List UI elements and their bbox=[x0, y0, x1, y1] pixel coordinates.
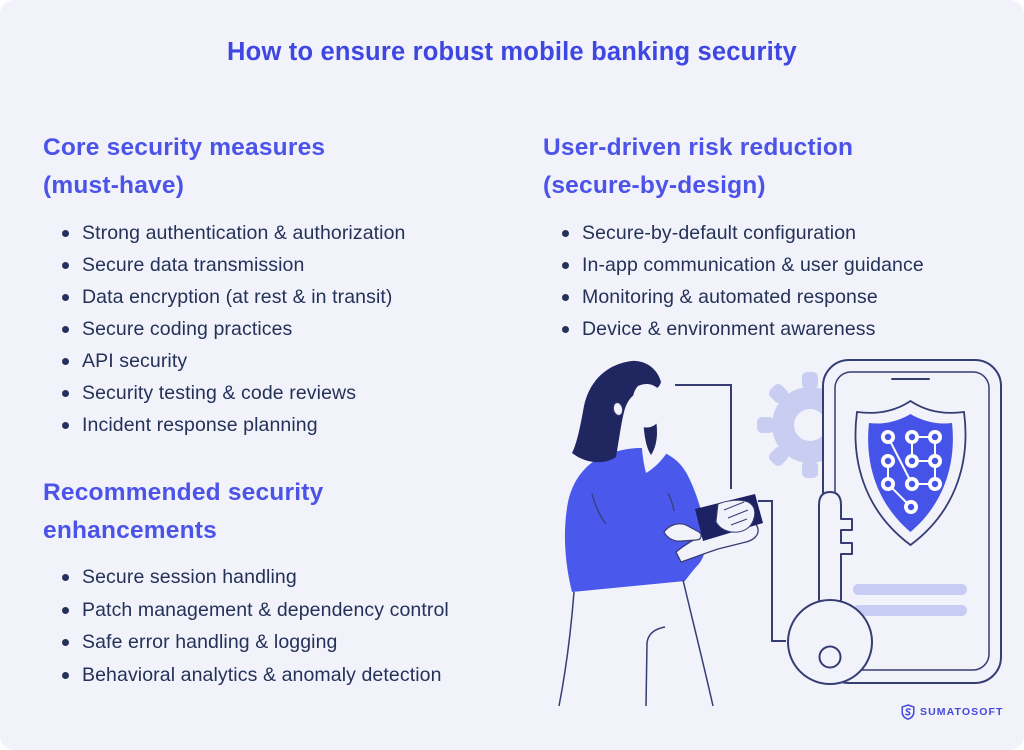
bullet-icon bbox=[562, 294, 569, 301]
bullet-icon bbox=[62, 390, 69, 397]
user-driven-risk-list: Secure-by-default configuration In-app c… bbox=[543, 218, 924, 346]
bullet-icon bbox=[62, 262, 69, 269]
security-illustration bbox=[548, 352, 1012, 712]
bullet-icon bbox=[62, 606, 69, 614]
list-item: API security bbox=[43, 346, 406, 378]
bullet-icon bbox=[62, 326, 69, 333]
skirt-lines bbox=[558, 579, 714, 707]
list-item: Secure coding practices bbox=[43, 314, 406, 346]
heading-line: Core security measures bbox=[43, 134, 326, 161]
list-item: Device & environment awareness bbox=[543, 314, 924, 346]
gripping-hand bbox=[715, 499, 756, 533]
bullet-icon bbox=[562, 262, 569, 269]
bullet-icon bbox=[62, 230, 69, 237]
list-item: Secure-by-default configuration bbox=[543, 218, 924, 250]
list-item: In-app communication & user guidance bbox=[543, 250, 924, 282]
heading-line: User-driven risk reduction bbox=[543, 134, 854, 161]
list-item: Strong authentication & authorization bbox=[43, 218, 406, 250]
bullet-icon bbox=[562, 230, 569, 237]
list-item: Monitoring & automated response bbox=[543, 282, 924, 314]
illustration-svg bbox=[558, 359, 1002, 707]
list-item: Data encryption (at rest & in transit) bbox=[43, 282, 406, 314]
bullet-icon bbox=[62, 294, 69, 301]
sumatosoft-logo: SUMATOSOFT bbox=[901, 704, 1004, 720]
list-item: Security testing & code reviews bbox=[43, 378, 406, 410]
recommended-enhancements-list: Secure session handling Patch management… bbox=[43, 562, 449, 692]
sleeve-lines bbox=[591, 492, 675, 525]
page-title: How to ensure robust mobile banking secu… bbox=[227, 38, 797, 66]
woman-top bbox=[564, 447, 707, 592]
heading-line: (must-have) bbox=[43, 172, 185, 199]
bullet-icon bbox=[62, 358, 69, 365]
list-item: Secure session handling bbox=[43, 562, 449, 595]
woman-ear bbox=[612, 402, 624, 416]
finger-lines bbox=[723, 501, 749, 526]
heading-recommended-enhancements: Recommended security enhancements bbox=[43, 474, 323, 550]
core-security-list: Strong authentication & authorization Se… bbox=[43, 218, 406, 442]
woman-figure bbox=[558, 360, 763, 707]
bullet-icon bbox=[562, 326, 569, 333]
list-item: Safe error handling & logging bbox=[43, 627, 449, 660]
bullet-icon bbox=[62, 422, 69, 429]
logo-text: SUMATOSOFT bbox=[920, 706, 1004, 718]
heading-core-security: Core security measures (must-have) bbox=[43, 129, 325, 205]
bullet-icon bbox=[62, 639, 69, 646]
list-item: Incident response planning bbox=[43, 410, 406, 442]
heading-user-driven-risk: User-driven risk reduction (secure-by-de… bbox=[543, 129, 853, 205]
pattern-lock-dots bbox=[881, 430, 942, 514]
heading-line: Recommended security bbox=[43, 479, 324, 506]
heading-line: (secure-by-design) bbox=[543, 172, 766, 199]
woman-face bbox=[631, 384, 664, 428]
bullet-icon bbox=[62, 574, 69, 581]
text-placeholder-bars bbox=[853, 584, 967, 616]
list-item: Behavioral analytics & anomaly detection bbox=[43, 660, 449, 693]
list-item: Secure data transmission bbox=[43, 250, 406, 282]
pointing-hand bbox=[663, 523, 702, 542]
heading-line: enhancements bbox=[43, 517, 217, 544]
security-shield-icon bbox=[854, 399, 967, 547]
bullet-icon bbox=[62, 671, 69, 679]
key-icon bbox=[787, 491, 873, 685]
sumatosoft-shield-icon bbox=[901, 704, 915, 720]
list-item: Patch management & dependency control bbox=[43, 595, 449, 628]
connector-lines bbox=[675, 384, 786, 642]
